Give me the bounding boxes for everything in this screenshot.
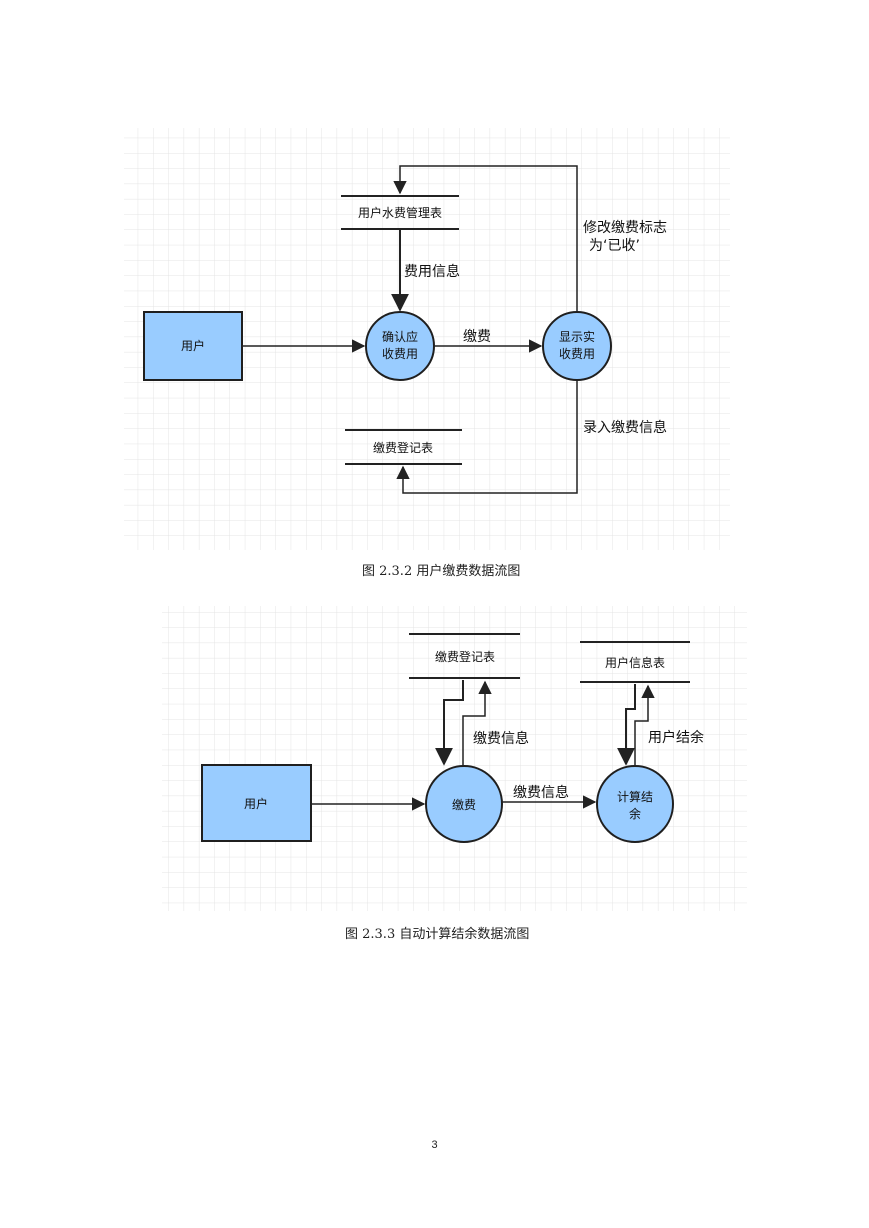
store-user-fee-table-label: 用户水费管理表 (358, 205, 442, 220)
store-payment-register: 缴费登记表 (345, 429, 462, 465)
entity-user-2-label: 用户 (244, 796, 268, 811)
flow-modify-flag-arrow (393, 165, 578, 312)
process-calc-balance: 计算结 余 (596, 765, 674, 843)
caption-figure-2-3-3: 图 2.3.3 自动计算结余数据流图 (345, 927, 530, 942)
entity-user-label: 用户 (181, 338, 205, 353)
flow-payment-info-up-label: 缴费信息 (473, 730, 529, 747)
process-display-fee-line1: 显示实 (559, 329, 595, 344)
flow-modify-flag-label-line1: 修改缴费标志 (583, 220, 667, 236)
flow-user-balance-label: 用户结余 (648, 729, 704, 746)
process-confirm-fee: 确认应 收费用 (365, 311, 435, 381)
caption-figure-2-3-2: 图 2.3.2 用户缴费数据流图 (362, 564, 521, 579)
flow-modify-flag-label-line2: 为‘已收’ (589, 238, 640, 254)
process-payment: 缴费 (425, 765, 503, 843)
flow-userinfo-to-calc (617, 684, 636, 766)
flow-register-to-payment (435, 680, 464, 766)
store-payment-register-2: 缴费登记表 (409, 633, 520, 679)
store-user-info: 用户信息表 (580, 641, 690, 683)
diagram-user-payment: 用户水费管理表 缴费登记表 用户 确认应 收费用 显示实 收费用 (124, 128, 730, 550)
entity-user: 用户 (143, 311, 243, 381)
store-payment-register-2-label: 缴费登记表 (435, 649, 495, 664)
flow-payment-label: 缴费 (463, 329, 491, 345)
store-payment-register-label: 缴费登记表 (373, 440, 433, 455)
flow-payment-to-register (462, 680, 492, 766)
process-calc-balance-line2: 余 (629, 806, 641, 821)
flow-calc-to-userinfo (634, 684, 655, 766)
flow-payment-info-label: 缴费信息 (513, 784, 569, 801)
diagram-auto-balance: 缴费登记表 用户信息表 用户 缴费 计算结 余 (162, 606, 747, 911)
flow-fee-info-label: 费用信息 (404, 263, 460, 280)
process-display-fee: 显示实 收费用 (542, 311, 612, 381)
page-number: 3 (431, 1139, 438, 1151)
process-display-fee-line2: 收费用 (559, 347, 595, 361)
store-user-info-label: 用户信息表 (605, 655, 665, 670)
flow-record-info-label: 录入缴费信息 (583, 419, 667, 436)
flow-record-info-arrow (396, 380, 578, 494)
process-confirm-fee-line1: 确认应 (382, 329, 418, 344)
grid-background (162, 606, 747, 911)
entity-user-2: 用户 (201, 764, 312, 842)
process-confirm-fee-line2: 收费用 (382, 347, 418, 361)
store-user-fee-table: 用户水费管理表 (341, 195, 459, 230)
process-calc-balance-line1: 计算结 (617, 789, 653, 804)
process-payment-label: 缴费 (452, 797, 476, 812)
